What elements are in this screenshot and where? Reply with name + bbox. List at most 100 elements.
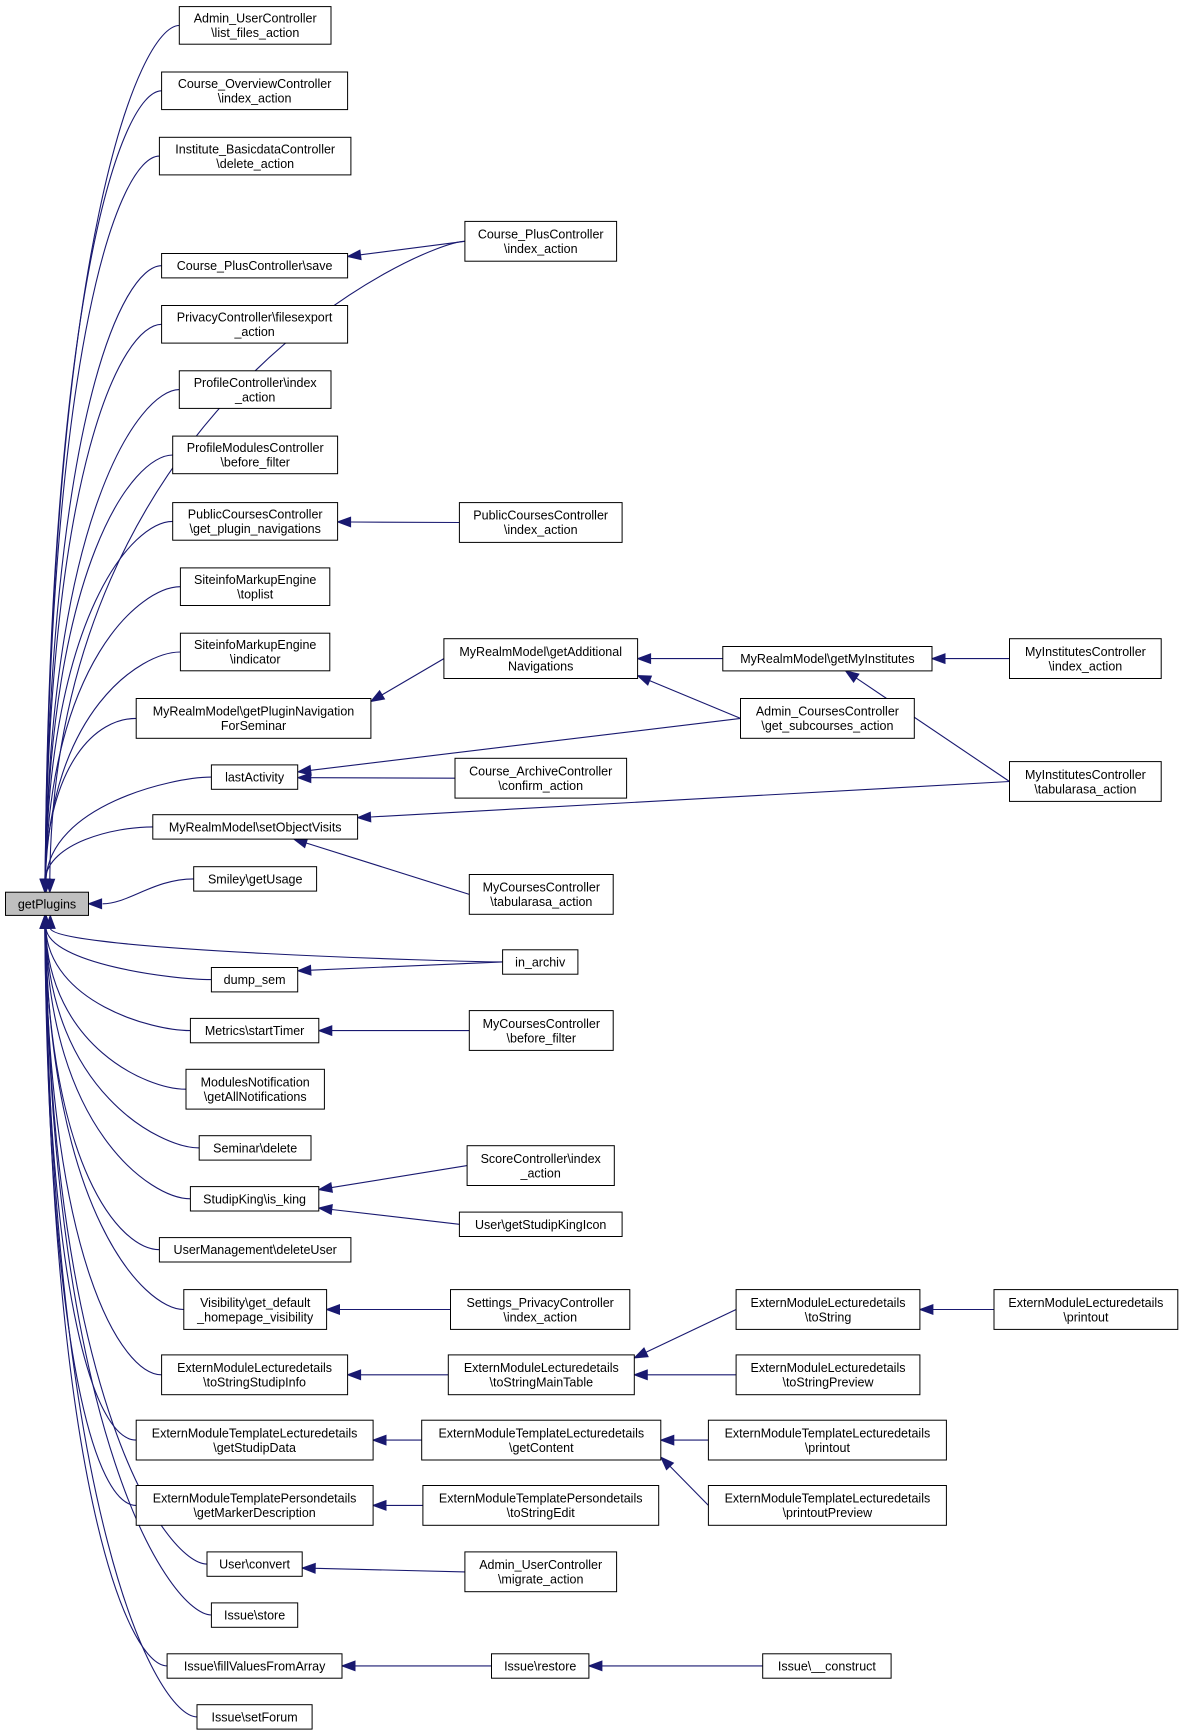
node-user-convert[interactable]: User\convert [206, 1551, 303, 1577]
edge-n18-to-getPlugins [45, 928, 200, 1149]
edge-n14-to-getPlugins [102, 878, 194, 905]
edge-p2-to-n12 [310, 717, 741, 771]
node-settings-privacycontroller-index-action[interactable]: Settings_PrivacyController\index_action [450, 1289, 631, 1330]
node-box [421, 1419, 662, 1461]
node-box [161, 71, 349, 111]
edge-q2-to-p1 [855, 677, 1010, 782]
node-box [193, 866, 318, 892]
node-usermanagement-deleteuser[interactable]: UserManagement\deleteUser [158, 1237, 352, 1263]
edge-m11-to-n22-arrowhead [346, 1369, 362, 1381]
node-label: ExternModuleLecturedetails [751, 1361, 906, 1375]
node-label: ExternModuleTemplateLecturedetails [152, 1426, 358, 1440]
node-seminar-delete[interactable]: Seminar\delete [198, 1135, 312, 1161]
node-label: ExternModuleTemplatePersondetails [153, 1492, 357, 1506]
edge-n9-to-getPlugins [44, 586, 181, 880]
edges-layer [39, 24, 1010, 1718]
node-admin-usercontroller-migrate-action[interactable]: Admin_UserController\migrate_action [464, 1551, 618, 1593]
node-getplugins[interactable]: getPlugins [5, 891, 89, 916]
node-myrealmmodel-getmyinstitutes[interactable]: MyRealmModel\getMyInstitutes [722, 646, 933, 672]
edge-n28-to-getPlugins-arrowhead [40, 913, 52, 929]
node-box [5, 891, 89, 916]
node-issue-restore[interactable]: Issue\restore [491, 1653, 590, 1679]
node-box [450, 1289, 631, 1330]
node-label: Issue\fillValuesFromArray [184, 1659, 326, 1673]
node-externmoduletemplatelecturedetails-getcontent[interactable]: ExternModuleTemplateLecturedetails\getCo… [421, 1419, 662, 1461]
edge-n27-to-getPlugins [44, 928, 168, 1667]
node-issue-fillvaluesfromarray[interactable]: Issue\fillValuesFromArray [166, 1653, 343, 1679]
edge-n14-to-getPlugins-arrowhead [87, 898, 103, 910]
node-issue-setforum[interactable]: Issue\setForum [196, 1704, 313, 1730]
node-externmoduletemplatelecturedetails-getstudipdata[interactable]: ExternModuleTemplateLecturedetails\getSt… [135, 1419, 374, 1461]
node-user-getstudipkingicon[interactable]: User\getStudipKingIcon [458, 1211, 623, 1237]
node-box [464, 220, 618, 262]
node-externmodulelecturedetails-tostringstudipinfo[interactable]: ExternModuleLecturedetails\toStringStudi… [161, 1354, 349, 1396]
node-externmoduletemplatepersondetails-tostringedit[interactable]: ExternModuleTemplatePersondetails\toStri… [422, 1485, 660, 1526]
node-box [993, 1289, 1179, 1330]
edge-n12-to-getPlugins [45, 776, 212, 880]
node-externmodulelecturedetails-tostringpreview[interactable]: ExternModuleLecturedetails\toStringPrevi… [735, 1354, 921, 1396]
node-studipking-is-king[interactable]: StudipKing\is_king [189, 1186, 320, 1212]
node-myrealmmodel-setobjectvisits[interactable]: MyRealmModel\setObjectVisits [152, 814, 359, 840]
node-label: Institute_BasicdataController [175, 142, 335, 156]
node-label: \toStringPreview [782, 1376, 874, 1390]
nodes-layer: getPlugins Admin_UserController\list_file… [5, 6, 1179, 1730]
node-label: \getAllNotifications [204, 1090, 307, 1104]
node-box [161, 305, 349, 344]
node-box [210, 967, 299, 993]
node-privacycontroller-filesexport-action[interactable]: PrivacyController\filesexport_action [161, 305, 349, 344]
node-institute-basicdatacontroller-delete-action[interactable]: Institute_BasicdataController\delete_act… [158, 136, 352, 176]
node-externmodulelecturedetails-tostring[interactable]: ExternModuleLecturedetails\toString [735, 1289, 921, 1330]
node-admin-usercontroller-list-files-action[interactable]: Admin_UserController\list_files_action [178, 6, 332, 45]
node-issue-store[interactable]: Issue\store [210, 1602, 299, 1628]
node-smiley-getusage[interactable]: Smiley\getUsage [193, 866, 318, 892]
node-myrealmmodel-getpluginnavigationforseminar[interactable]: MyRealmModel\getPluginNavigationForSemin… [135, 698, 372, 739]
node-mycoursescontroller-tabularasa-action[interactable]: MyCoursesController\tabularasa_action [468, 874, 614, 915]
node-externmoduletemplatelecturedetails-printoutpreview[interactable]: ExternModuleTemplateLecturedetails\print… [707, 1485, 947, 1526]
node-label: ExternModuleLecturedetails [1008, 1296, 1163, 1310]
node-label: \indicator [230, 653, 281, 667]
node-label: \migrate_action [498, 1573, 584, 1587]
node-publiccoursescontroller-get-plugin-navigations[interactable]: PublicCoursesController\get_plugin_navig… [172, 502, 339, 541]
node-externmoduletemplatelecturedetails-printout[interactable]: ExternModuleTemplateLecturedetails\print… [707, 1419, 947, 1461]
edge-n2-to-getPlugins [44, 90, 162, 880]
node-scorecontroller-index-action[interactable]: ScoreController\index_action [466, 1145, 615, 1186]
edge-m7-to-n16-arrowhead [317, 1025, 333, 1037]
node-mycoursescontroller-before-filter[interactable]: MyCoursesController\before_filter [468, 1010, 614, 1051]
node-course-pluscontroller-index-action[interactable]: Course_PlusController\index_action [464, 220, 618, 262]
node-box [172, 435, 339, 475]
node-externmodulelecturedetails-tostringmaintable[interactable]: ExternModuleLecturedetails\toStringMainT… [447, 1354, 635, 1396]
node-course-pluscontroller-save[interactable]: Course_PlusController\save [161, 253, 349, 279]
node-in-archiv[interactable]: in_archiv [502, 949, 579, 975]
node-admin-coursescontroller-get-subcourses-action[interactable]: Admin_CoursesController\get_subcourses_a… [740, 698, 915, 739]
node-box [707, 1419, 947, 1461]
node-dump-sem[interactable]: dump_sem [210, 967, 299, 993]
edge-p5-to-m12-arrowhead [659, 1434, 675, 1446]
node-course-overviewcontroller-index-action[interactable]: Course_OverviewController\index_action [161, 71, 349, 111]
node-label: Metrics\startTimer [205, 1024, 305, 1038]
node-label: Course_PlusController [478, 228, 604, 242]
edge-m9-to-n19 [331, 1208, 460, 1225]
edge-m4-to-n12-arrowhead [296, 772, 312, 784]
node-profilecontroller-index-action[interactable]: ProfileController\index_action [178, 370, 332, 409]
node-publiccoursescontroller-index-action[interactable]: PublicCoursesController\index_action [458, 502, 623, 543]
node-siteinfomarkupengine-indicator[interactable]: SiteinfoMarkupEngine\indicator [179, 632, 331, 672]
node-metrics-starttimer[interactable]: Metrics\startTimer [189, 1017, 320, 1044]
node-lastactivity[interactable]: lastActivity [210, 764, 299, 790]
node-myinstitutescontroller-tabularasa-action[interactable]: MyInstitutesController\tabularasa_action [1009, 761, 1162, 802]
node-box [196, 1704, 313, 1730]
edge-m8-to-n19-arrowhead [317, 1182, 334, 1193]
node-modulesnotification-getallnotifications[interactable]: ModulesNotification\getAllNotifications [185, 1068, 325, 1110]
node-issue-construct[interactable]: Issue\__construct [762, 1653, 892, 1679]
node-externmodulelecturedetails-printout[interactable]: ExternModuleLecturedetails\printout [993, 1289, 1179, 1330]
node-profilemodulescontroller-before-filter[interactable]: ProfileModulesController\before_filter [172, 435, 339, 475]
node-visibility-get-default-homepage-visibility[interactable]: Visibility\get_default_homepage_visibili… [183, 1289, 328, 1330]
node-siteinfomarkupengine-toplist[interactable]: SiteinfoMarkupEngine\toplist [179, 567, 331, 607]
node-label: \toStringEdit [507, 1506, 576, 1520]
edge-n10-to-getPlugins [44, 651, 181, 880]
node-externmoduletemplatepersondetails-getmarkerdescription[interactable]: ExternModuleTemplatePersondetails\getMar… [135, 1485, 374, 1526]
node-label: ExternModuleTemplateLecturedetails [438, 1426, 644, 1440]
node-myinstitutescontroller-index-action[interactable]: MyInstitutesController\index_action [1009, 638, 1162, 680]
node-label: MyRealmModel\getAdditional [459, 645, 622, 659]
node-course-archivecontroller-confirm-action[interactable]: Course_ArchiveController\confirm_action [454, 757, 628, 799]
